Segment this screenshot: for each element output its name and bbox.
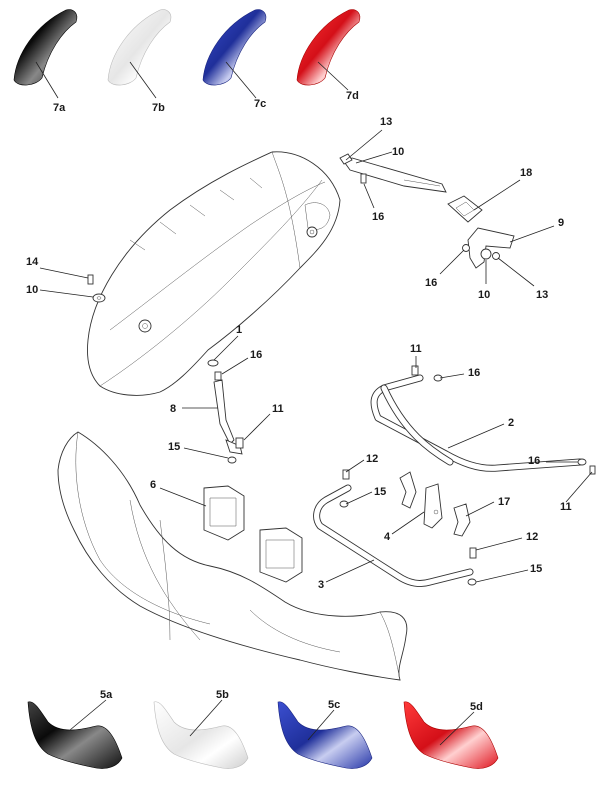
label-13-top: 13 <box>380 116 392 128</box>
front-fender <box>87 151 341 396</box>
label-3: 3 <box>318 579 324 591</box>
fender-7b <box>107 9 172 86</box>
label-5b: 5b <box>216 689 229 701</box>
fender-7d <box>296 9 361 86</box>
fender-7a <box>13 9 78 86</box>
label-5a: 5a <box>100 689 113 701</box>
bracket-block-6 <box>203 485 303 583</box>
label-12-low: 12 <box>526 531 538 543</box>
label-11-end: 11 <box>560 501 572 513</box>
upper-bracket-10 <box>344 157 447 193</box>
label-10-right: 10 <box>478 289 490 301</box>
label-15-mid: 15 <box>374 486 386 498</box>
label-1: 1 <box>236 324 242 336</box>
label-16-stay: 16 <box>250 349 262 361</box>
label-16-end: 16 <box>528 455 540 467</box>
label-11-stay: 11 <box>272 403 284 415</box>
clip-13 <box>339 153 353 165</box>
label-17: 17 <box>498 496 510 508</box>
label-12-top: 12 <box>366 453 378 465</box>
label-5c: 5c <box>328 699 340 711</box>
lower-cowl <box>57 431 408 681</box>
label-7a: 7a <box>53 102 66 114</box>
tube-bar-3 <box>313 469 477 588</box>
label-14: 14 <box>26 256 39 268</box>
label-4: 4 <box>384 531 391 543</box>
bracket-9 <box>462 227 515 269</box>
clamp-4 <box>399 471 471 537</box>
label-6: 6 <box>150 479 156 491</box>
label-16-bar: 16 <box>468 367 480 379</box>
bolt-14 <box>87 274 94 285</box>
label-11-bar: 11 <box>410 343 422 355</box>
cowl-5c <box>277 701 373 769</box>
washer-10 <box>92 293 106 303</box>
label-2: 2 <box>508 417 514 429</box>
label-16-top: 16 <box>372 211 384 223</box>
label-7c: 7c <box>254 98 266 110</box>
tube-bar-2 <box>370 365 596 475</box>
label-13-right: 13 <box>536 289 548 301</box>
cowl-5b <box>153 701 249 769</box>
label-16-right: 16 <box>425 277 437 289</box>
label-7b: 7b <box>152 102 165 114</box>
label-7d: 7d <box>346 90 359 102</box>
label-10-left: 10 <box>26 284 38 296</box>
label-18: 18 <box>520 167 532 179</box>
label-9: 9 <box>558 217 564 229</box>
label-8: 8 <box>170 403 176 415</box>
label-15-stay: 15 <box>168 441 180 453</box>
cowl-5a <box>27 701 123 769</box>
label-15-low: 15 <box>530 563 542 575</box>
label-10-top: 10 <box>392 146 404 158</box>
fender-7c <box>202 9 267 86</box>
label-5d: 5d <box>470 701 483 713</box>
bolt-16-top <box>360 173 367 184</box>
part-labels: 7a 7b 7c 7d 13 10 16 18 9 14 10 16 10 13… <box>26 90 572 713</box>
cowl-5d <box>403 701 499 769</box>
leader-lines <box>39 129 593 583</box>
bracket-18 <box>447 195 483 223</box>
fender-stay-8 <box>207 359 244 464</box>
